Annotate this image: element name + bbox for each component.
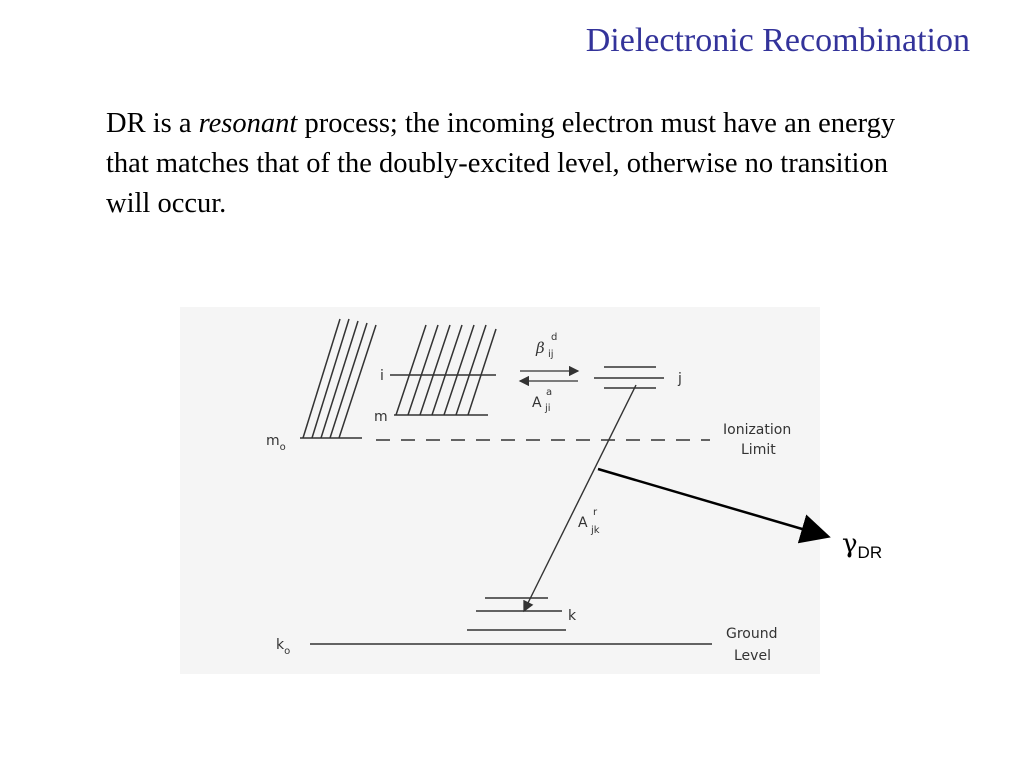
label-a-jk-sub: jk (590, 525, 600, 536)
label-a-ji-sub: ji (544, 403, 551, 414)
continuum-hatch-m0 (302, 318, 377, 439)
label-beta-symbol: β (535, 339, 545, 357)
ionization-label-line2: Limit (741, 442, 776, 458)
label-k: k (568, 608, 577, 624)
radiative-decay-arrow (523, 384, 637, 613)
label-m0-main: m (266, 433, 280, 449)
label-k0-sub: o (284, 646, 290, 657)
label-beta-sup: d (551, 332, 557, 343)
label-a-jk-sup: r (593, 507, 598, 518)
energy-level-diagram: i m mo j k ko β d ij A a ji A r jk Ioniz… (180, 307, 820, 674)
label-j: j (677, 371, 682, 387)
gamma-dr-label: γDR (842, 528, 883, 562)
continuum-hatch-m (395, 324, 497, 416)
body-paragraph: DR is a resonant process; the incoming e… (106, 104, 936, 224)
ground-label-line2: Level (734, 648, 771, 664)
gamma-symbol: γ (842, 529, 858, 559)
label-a-ji-sup: a (546, 387, 552, 398)
label-k0-main: k (276, 637, 285, 653)
gamma-subscript: DR (857, 543, 883, 562)
label-m0-sub: o (280, 442, 286, 453)
energy-level-svg: i m mo j k ko β d ij A a ji A r jk Ioniz… (266, 318, 791, 664)
body-text-emphasis: resonant (198, 108, 298, 139)
label-beta-sub: ij (548, 349, 554, 360)
label-a-jk: A (578, 515, 588, 531)
label-beta: β (535, 339, 545, 357)
label-m0: mo (266, 433, 286, 453)
ionization-label-line1: Ionization (723, 422, 791, 438)
label-k0: ko (276, 637, 290, 657)
label-m: m (374, 409, 388, 425)
body-text-end: process; the incoming electron must have… (106, 108, 896, 219)
label-a-ji: A (532, 395, 542, 411)
ground-label-line1: Ground (726, 626, 778, 642)
slide-title: Dielectronic Recombination (585, 22, 970, 59)
label-i: i (380, 368, 384, 384)
body-text-start: DR is a (106, 108, 199, 139)
